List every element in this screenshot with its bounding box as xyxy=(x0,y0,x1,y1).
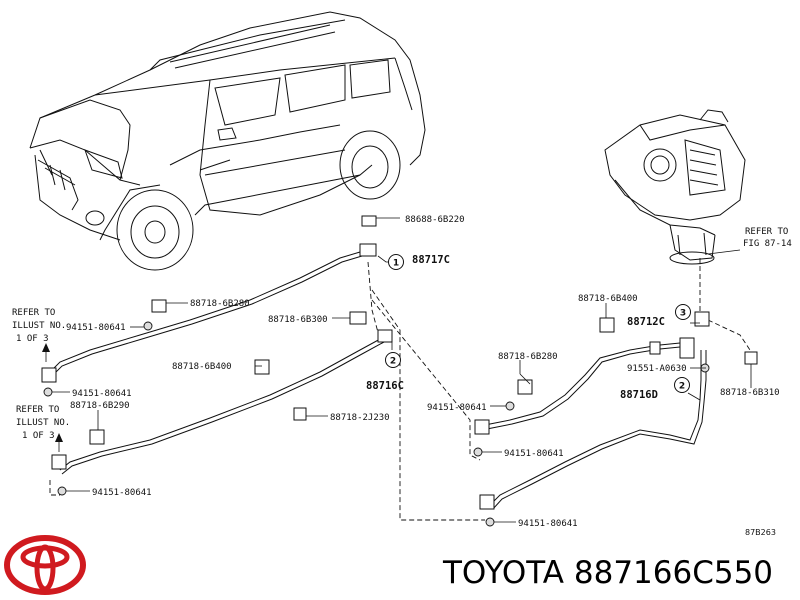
refer-illust-lower-line-2: ILLUST NO. xyxy=(16,418,70,428)
refer-note-illust-upper: REFER TO ILLUST NO. 1 OF 3 xyxy=(12,308,66,344)
bubble-1: 1 xyxy=(388,254,404,270)
bubble-2-left-number: 2 xyxy=(390,357,396,367)
label-91551-A0630: 91551-A0630 xyxy=(627,364,687,374)
label-88718-2J230: 88718-2J230 xyxy=(330,413,390,423)
pipe-right-lower xyxy=(489,350,707,510)
bubble-2-right-number: 2 xyxy=(679,382,685,392)
refer-illust-upper-line-3: 1 OF 3 xyxy=(16,334,49,344)
pipe-left-lower xyxy=(59,337,385,475)
part-labels: 88688-6B220 88717C 88718-6B280 94151-806… xyxy=(66,215,780,529)
label-88712C: 88712C xyxy=(627,316,665,328)
bubble-3-number: 3 xyxy=(680,309,686,319)
label-94151-80641-c: 94151-80641 xyxy=(92,488,152,498)
routing-lines xyxy=(49,258,751,521)
pipe-left-upper xyxy=(49,249,373,377)
label-88718-6B310: 88718-6B310 xyxy=(720,388,780,398)
label-94151-80641-e: 94151-80641 xyxy=(504,449,564,459)
refer-fig-line-1: REFER TO xyxy=(745,227,788,237)
label-94151-80641-b: 94151-80641 xyxy=(72,389,132,399)
clips xyxy=(41,215,758,510)
bubble-2-left: 2 xyxy=(385,352,401,368)
pipe-right-upper xyxy=(479,341,691,435)
refer-fig-line-2: FIG 87-14 xyxy=(743,239,792,249)
leader-lines xyxy=(52,217,752,523)
label-88718-6B400-left: 88718-6B400 xyxy=(172,362,232,372)
label-88718-6B280-left: 88718-6B280 xyxy=(190,299,250,309)
label-94151-80641-a: 94151-80641 xyxy=(66,323,126,333)
label-88718-6B400-right: 88718-6B400 xyxy=(578,294,638,304)
refer-illust-lower-line-3: 1 OF 3 xyxy=(22,431,55,441)
bubble-3: 3 xyxy=(675,304,691,320)
label-88716D: 88716D xyxy=(620,389,658,401)
label-88688-6B220: 88688-6B220 xyxy=(405,215,465,225)
vehicle-illustration xyxy=(29,11,426,271)
label-88718-6B280-right: 88718-6B280 xyxy=(498,352,558,362)
figure-code: 87B263 xyxy=(745,528,776,537)
label-88718-6B290: 88718-6B290 xyxy=(70,401,130,411)
label-94151-80641-f: 94151-80641 xyxy=(518,519,578,529)
hvac-unit-illustration xyxy=(604,109,746,265)
refer-note-fig: REFER TO FIG 87-14 xyxy=(743,227,792,249)
refer-illust-upper-line-2: ILLUST NO. xyxy=(12,321,66,331)
toyota-logo xyxy=(4,535,86,595)
label-94151-80641-d: 94151-80641 xyxy=(427,403,487,413)
bolts xyxy=(43,321,710,527)
bubble-1-number: 1 xyxy=(393,259,399,269)
bubble-2-right: 2 xyxy=(674,377,690,393)
refer-illust-lower-line-1: REFER TO xyxy=(16,405,59,415)
footer-part-number: TOYOTA 887166C550 xyxy=(442,555,773,591)
refer-note-illust-lower: REFER TO ILLUST NO. 1 OF 3 xyxy=(16,405,70,441)
label-88717C: 88717C xyxy=(412,254,450,266)
refer-arrow-upper xyxy=(42,343,50,362)
refer-arrow-lower xyxy=(55,433,63,452)
refer-illust-upper-line-1: REFER TO xyxy=(12,308,55,318)
label-88716C: 88716C xyxy=(366,380,404,392)
label-88718-6B300: 88718-6B300 xyxy=(268,315,328,325)
